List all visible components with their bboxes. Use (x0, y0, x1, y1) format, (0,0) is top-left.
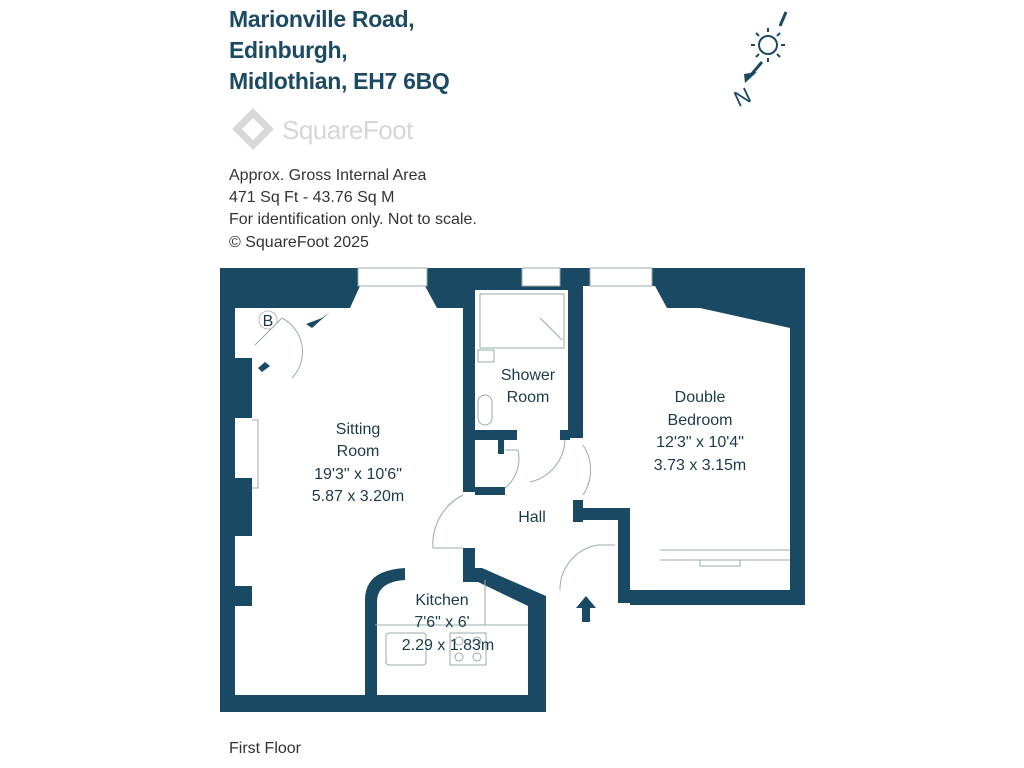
shower-room-name-2: Room (507, 389, 550, 406)
sun-icon (758, 35, 778, 55)
sitting-room-door (432, 494, 464, 549)
windows (357, 267, 653, 287)
bedroom-name-1: Double (675, 389, 726, 406)
sitting-room-imperial: 19'3" x 10'6" (314, 466, 402, 483)
address-line-1: Marionville Road, (229, 6, 415, 32)
compass-icon: N (730, 11, 788, 112)
sitting-room-metric: 5.87 x 3.20m (312, 488, 405, 505)
fixtures (254, 293, 790, 666)
north-label: N (730, 82, 755, 111)
shower-tray (479, 293, 565, 349)
left-wall-piers (233, 358, 252, 606)
boiler-marker (258, 310, 278, 330)
area-value: 471 Sq Ft - 43.76 Sq M (229, 189, 395, 206)
bedroom-metric: 3.73 x 3.15m (654, 457, 747, 474)
hall-name: Hall (518, 509, 546, 526)
bedroom-door (582, 444, 592, 496)
entrance-door (559, 544, 615, 591)
bedroom-name-2: Bedroom (668, 412, 733, 429)
kitchen-name: Kitchen (415, 592, 468, 609)
copyright: © SquareFoot 2025 (229, 234, 369, 251)
bedroom-imperial: 12'3" x 10'4" (656, 434, 744, 451)
sitting-room-name-2: Room (337, 443, 380, 460)
logo-diamond-icon (232, 108, 274, 150)
hob (449, 632, 487, 666)
closet-door (504, 449, 520, 489)
toilet (477, 394, 493, 426)
shower-door (529, 439, 566, 483)
address-line-2: Edinburgh, (229, 37, 348, 63)
internal-walls (258, 286, 630, 712)
boiler-label: B (263, 313, 274, 330)
cupboard-door (254, 317, 304, 379)
disclaimer: For identification only. Not to scale. (229, 211, 477, 228)
kitchen-imperial: 7'6" x 6' (414, 614, 469, 631)
sink (385, 632, 427, 666)
entrance-arrow-icon (576, 596, 596, 622)
logo-text: SquareFoot (282, 114, 413, 145)
address-line-3: Midlothian, EH7 6BQ (229, 68, 450, 94)
shower-room-name-1: Shower (501, 367, 556, 384)
floor-label: First Floor (229, 740, 301, 757)
basin (477, 349, 495, 363)
area-label: Approx. Gross Internal Area (229, 167, 427, 184)
kitchen-metric: 2.29 x 1.83m (402, 637, 495, 654)
sitting-room-name-1: Sitting (336, 421, 380, 438)
squarefoot-logo: SquareFoot (230, 108, 413, 152)
